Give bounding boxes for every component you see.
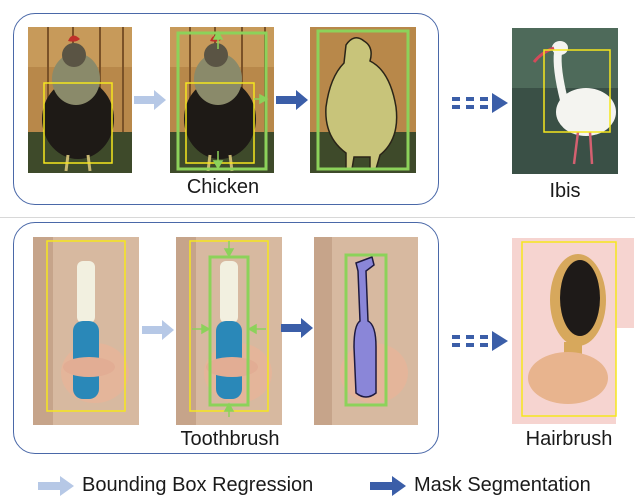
ibis-image xyxy=(512,28,618,174)
toothbrush-image-regressed xyxy=(176,237,282,425)
chicken-group-box xyxy=(13,13,439,205)
hairbrush-image xyxy=(512,238,634,424)
chicken-image-mask xyxy=(310,27,416,173)
chicken-label: Chicken xyxy=(186,176,260,198)
row-divider xyxy=(0,217,635,218)
ellipsis-arrow-icon xyxy=(452,331,508,351)
toothbrush-group-box xyxy=(13,222,439,454)
legend-bbox-label: Bounding Box Regression xyxy=(82,474,314,496)
legend-mask-label: Mask Segmentation xyxy=(414,474,591,496)
ellipsis-arrow-icon xyxy=(452,93,508,113)
ibis-label: Ibis xyxy=(549,180,581,202)
hairbrush-label: Hairbrush xyxy=(525,428,613,450)
chicken-image-regressed xyxy=(170,27,274,173)
mask-segmentation-arrow-icon xyxy=(276,90,308,110)
toothbrush-image-initial xyxy=(33,237,139,425)
legend-mask-arrow-icon xyxy=(370,476,406,496)
toothbrush-image-mask xyxy=(314,237,418,425)
chicken-image-initial xyxy=(28,27,132,173)
legend-bbox-arrow-icon xyxy=(38,476,74,496)
bbox-regression-arrow-icon xyxy=(142,320,174,340)
mask-segmentation-arrow-icon xyxy=(281,318,313,338)
toothbrush-label: Toothbrush xyxy=(180,428,280,450)
bbox-regression-arrow-icon xyxy=(134,90,166,110)
